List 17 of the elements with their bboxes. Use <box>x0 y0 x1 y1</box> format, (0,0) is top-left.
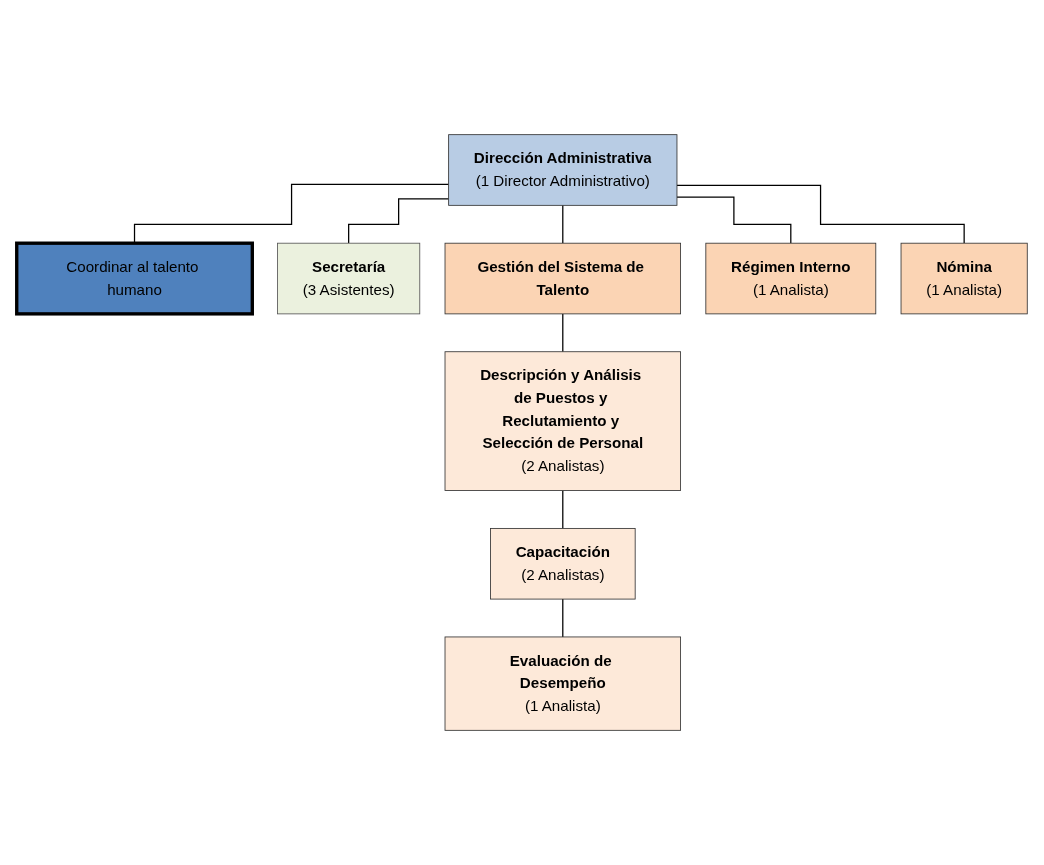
node-box: Nómina (1 Analista) <box>900 242 1028 315</box>
node-box: Evaluación de Desempeño (1 Analista) <box>444 636 681 731</box>
connector <box>562 598 564 638</box>
connector <box>676 196 792 244</box>
connector <box>562 313 564 353</box>
node-box: Régimen Interno (1 Analista) <box>705 242 877 315</box>
connector <box>562 204 564 244</box>
node-box: Coordinar al talento humano <box>15 241 254 316</box>
connector <box>676 184 965 244</box>
node-box: Capacitación (2 Analistas) <box>490 528 636 600</box>
node-box: Gestión del Sistema de Talento <box>444 242 681 315</box>
connector <box>562 489 564 530</box>
node-box: Dirección Administrativa (1 Director Administrativo) <box>448 134 678 206</box>
node-box: Descripción y Análisis de Puestos y Reclutamiento y Selección de Personal (2 Analistas) <box>444 351 681 491</box>
connector <box>133 183 450 244</box>
node-box: Secretaría (3 Asistentes) <box>277 242 421 315</box>
connector <box>348 198 450 244</box>
